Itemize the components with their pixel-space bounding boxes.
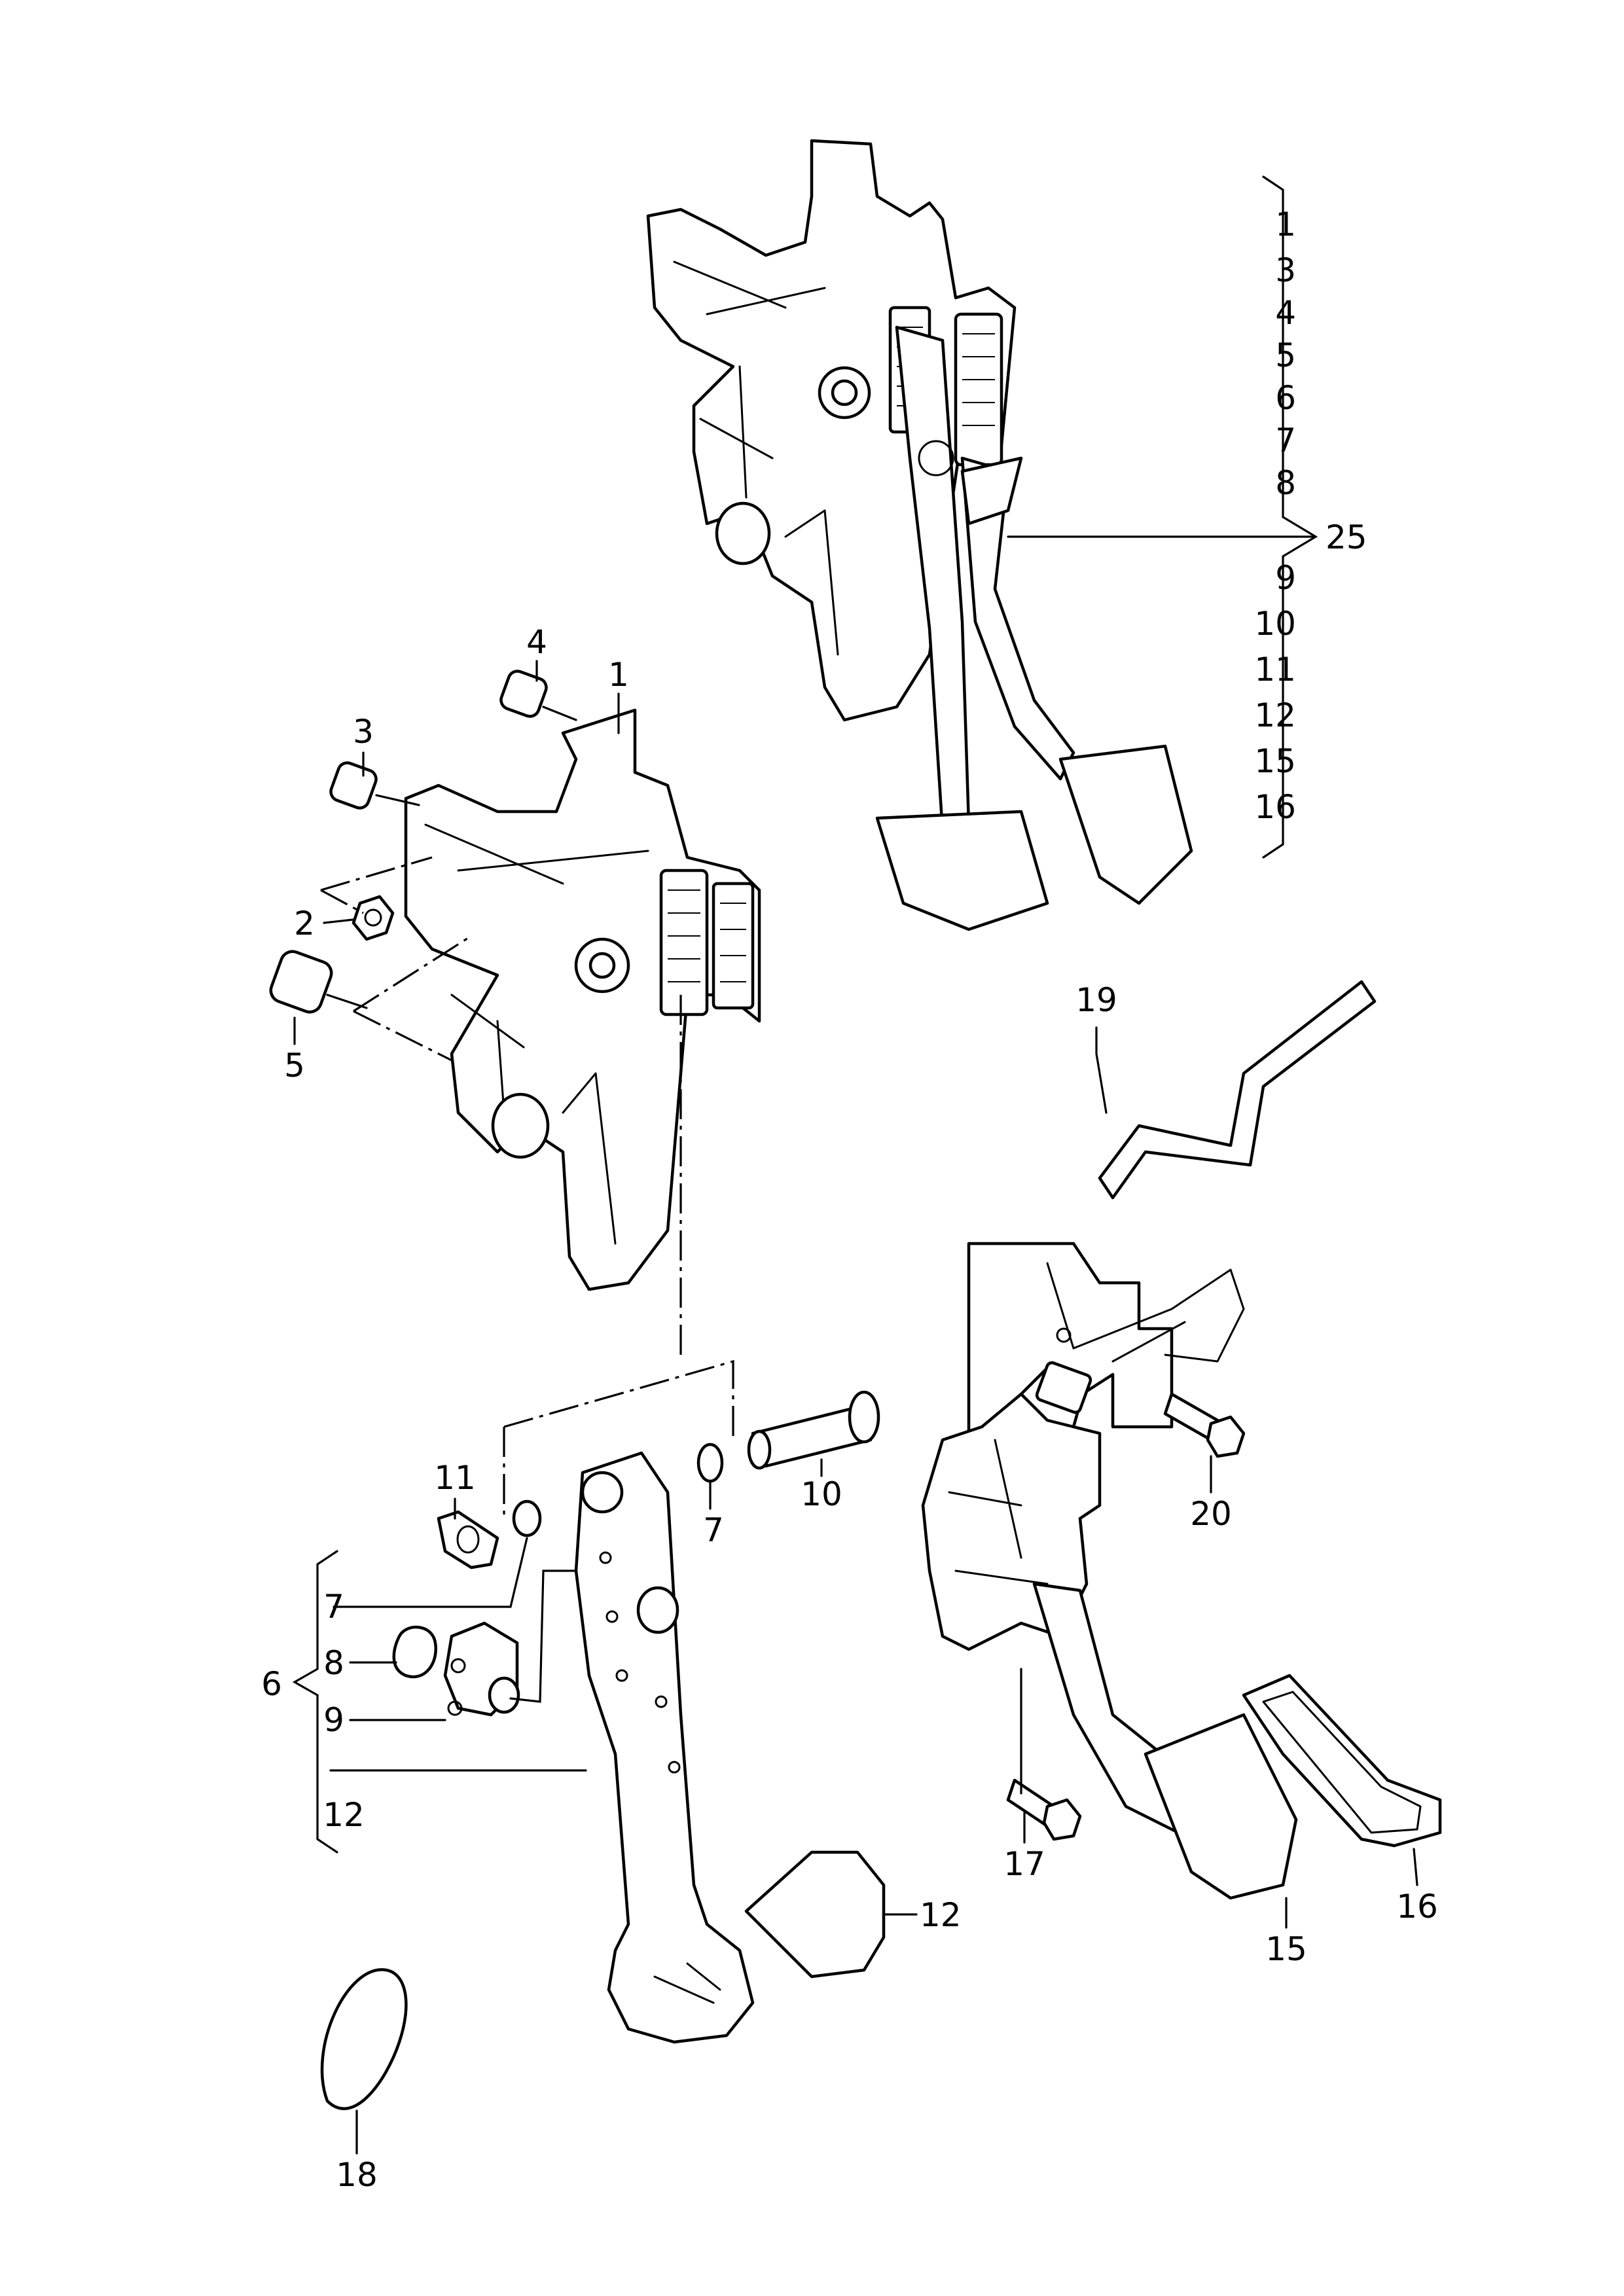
- sensor-9: [443, 1621, 520, 1717]
- bolt-17: [1006, 1778, 1082, 1841]
- list-item: 7: [1275, 422, 1296, 459]
- complete-pedal-assembly: [646, 139, 1193, 931]
- list-item: 12: [1254, 696, 1296, 734]
- cover-cap-18: [320, 1968, 408, 2110]
- callout-3: 3: [353, 713, 374, 751]
- bolt-20: [1163, 1392, 1246, 1458]
- callout-8: 8: [323, 1644, 344, 1682]
- list-item: 15: [1254, 742, 1296, 780]
- callout-12-left: 12: [323, 1796, 365, 1834]
- clip-7-left: [512, 1499, 542, 1537]
- assembly-list-bracket: [1007, 175, 1318, 859]
- nut-2: [352, 895, 395, 941]
- pedal-bracket: [404, 708, 761, 1291]
- bushing-5: [269, 950, 368, 1014]
- list-item: 5: [1275, 336, 1296, 374]
- callout-5: 5: [284, 1047, 305, 1085]
- callout-1: 1: [608, 656, 629, 694]
- callout-7-left: 7: [323, 1588, 344, 1626]
- callout-15: 15: [1265, 1930, 1307, 1968]
- list-item: 10: [1254, 605, 1296, 643]
- callouts: 4 1 3 2 5 19 20 11 10 7 7 6 8 9 12 12 17…: [261, 623, 1438, 2194]
- spring-plate-11: [437, 1510, 499, 1570]
- accelerator-pedal-module: [921, 1361, 1298, 1900]
- callout-17: 17: [1003, 1845, 1045, 1883]
- list-item: 4: [1275, 294, 1296, 332]
- clip-7-right: [696, 1443, 724, 1483]
- list-item: 16: [1254, 788, 1296, 826]
- leader-lines: [293, 660, 1418, 2155]
- pedal-pad-16: [1242, 1674, 1442, 1848]
- callout-10: 10: [801, 1475, 842, 1513]
- callout-25: 25: [1326, 518, 1367, 556]
- list-item: 1: [1275, 206, 1296, 243]
- bushing-4: [499, 670, 577, 721]
- o-ring-8: [392, 1625, 438, 1679]
- clutch-pedal: [574, 1451, 755, 2044]
- list-item: 3: [1275, 251, 1296, 289]
- callout-19: 19: [1075, 981, 1117, 1019]
- callout-16: 16: [1396, 1888, 1438, 1926]
- callout-6: 6: [261, 1665, 282, 1703]
- list-item: 8: [1275, 464, 1296, 502]
- list-item: 6: [1275, 379, 1296, 417]
- callout-20: 20: [1190, 1495, 1232, 1533]
- pedal-stop-19: [967, 980, 1377, 1435]
- alignment-lines: [320, 856, 734, 1518]
- pivot-pin-10: [747, 1390, 880, 1470]
- callout-2: 2: [294, 905, 315, 942]
- bushing-3: [329, 761, 420, 810]
- callout-7-right: 7: [703, 1511, 724, 1549]
- callout-9: 9: [323, 1701, 344, 1739]
- callout-18: 18: [336, 2156, 378, 2194]
- callout-4: 4: [526, 623, 547, 661]
- clutch-pedal-pad-12: [744, 1850, 886, 1979]
- group-6-bracket: [292, 1550, 338, 1854]
- assembly-parts-list: 1 3 4 5 6 7 8 9 10 11 12 15 16 25: [1254, 206, 1367, 826]
- callout-11: 11: [434, 1459, 476, 1497]
- list-item: 9: [1275, 559, 1296, 597]
- list-item: 11: [1254, 651, 1296, 689]
- callout-12-right: 12: [920, 1896, 962, 1934]
